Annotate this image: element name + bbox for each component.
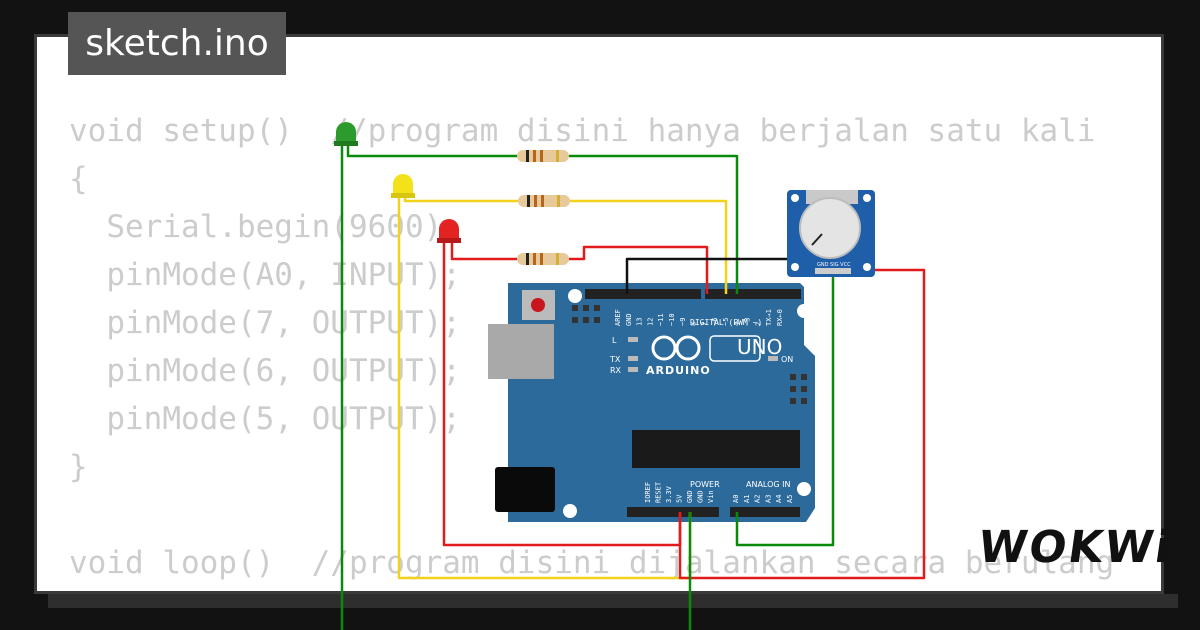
rx-label: RX (610, 366, 622, 375)
pin-label: RX←0 (776, 309, 784, 326)
pin-label: A0 (732, 495, 740, 503)
pin-label: A5 (786, 495, 794, 503)
potentiometer-pins-label: GND SIG VCC (817, 262, 851, 268)
code-line: pinMode(7, OUTPUT); (69, 305, 461, 341)
led-yellow[interactable] (391, 174, 415, 198)
analog-header (730, 507, 800, 517)
pin-label: 3.3V (665, 485, 673, 503)
wire-red-led[interactable] (450, 243, 517, 261)
potentiometer-knob[interactable] (799, 197, 861, 259)
pin-label: 8 (690, 322, 698, 326)
pin-label: GND (686, 490, 694, 503)
analog-label: ANALOG IN (746, 480, 791, 489)
arduino-uno-board[interactable]: DIGITAL (PWM ~) UNO ARDUINO L TX RX ON P… (488, 283, 815, 522)
pin-label: GND (697, 490, 705, 503)
tx-label: TX (609, 355, 621, 364)
pin-label: AREF (614, 309, 622, 326)
power-label: POWER (690, 480, 720, 489)
code-line: pinMode(6, OUTPUT); (69, 353, 461, 389)
pin-label: ~5 (722, 318, 730, 326)
code-line: } (69, 449, 88, 485)
code-line: pinMode(5, OUTPUT); (69, 401, 461, 437)
on-label: ON (781, 355, 793, 364)
wokwi-logo: WOKWi (975, 522, 1176, 573)
code-editor: void setup() //program disini hanya berj… (69, 107, 1115, 591)
wire-yellow-pin[interactable] (570, 199, 728, 294)
wire-pot-sig[interactable] (735, 270, 835, 547)
resistor-3[interactable] (517, 253, 569, 265)
microcontroller-chip (632, 430, 800, 468)
power-jack (495, 467, 555, 512)
code-line: pinMode(A0, INPUT); (69, 257, 461, 293)
pin-label: A1 (743, 495, 751, 503)
pin-label: TX→1 (765, 309, 773, 326)
pin-label: A2 (754, 495, 762, 503)
usb-port (488, 324, 554, 379)
digital-header-right (705, 289, 801, 299)
pin-label: ~6 (711, 318, 719, 326)
pin-label: 2 (754, 322, 762, 326)
led-green[interactable] (334, 122, 358, 146)
pin-label: ~10 (668, 313, 676, 326)
wire-red-pin[interactable] (568, 245, 709, 294)
wire-yellow-led[interactable] (403, 198, 518, 203)
digital-label: DIGITAL (PWM ~) (690, 318, 762, 327)
code-line: Serial.begin(9600); (69, 209, 461, 245)
code-line: void setup() //program disini hanya berj… (69, 113, 1096, 149)
wire-green-led[interactable] (346, 146, 517, 158)
pin-label: 12 (646, 318, 654, 326)
pin-label: GND (625, 313, 633, 326)
pin-label: A4 (775, 495, 783, 503)
file-tab[interactable]: sketch.ino (68, 12, 286, 75)
pin-label: 13 (636, 318, 644, 326)
pin-label: A3 (764, 495, 772, 503)
pin-label: RESET (655, 481, 663, 503)
l-label: L (612, 336, 617, 345)
pin-label: 5V (676, 494, 684, 503)
led-red[interactable] (437, 219, 461, 243)
code-line: void loop() //program disini dijalankan … (69, 545, 1115, 581)
wire-pot-vcc[interactable] (678, 268, 926, 580)
pin-label: 4 (733, 322, 741, 326)
card-shadow (48, 594, 1178, 608)
resistor-2[interactable] (518, 195, 570, 207)
resistor-1[interactable] (517, 150, 569, 162)
power-header (627, 507, 719, 517)
pin-label: IOREF (644, 482, 652, 503)
wires (340, 146, 926, 630)
pin-label: 7 (700, 322, 708, 326)
pin-label: Vin (707, 490, 715, 503)
arduino-label: ARDUINO (646, 364, 711, 377)
code-line: { (69, 161, 88, 197)
digital-header-left (585, 289, 701, 299)
potentiometer[interactable]: GND SIG VCC (787, 190, 875, 277)
pin-label: ~3 (744, 318, 752, 326)
arduino-infinity-logo (651, 335, 701, 361)
pin-label: ~11 (657, 313, 665, 326)
pin-label: ~9 (679, 318, 687, 326)
wire-green-pin[interactable] (568, 154, 739, 294)
